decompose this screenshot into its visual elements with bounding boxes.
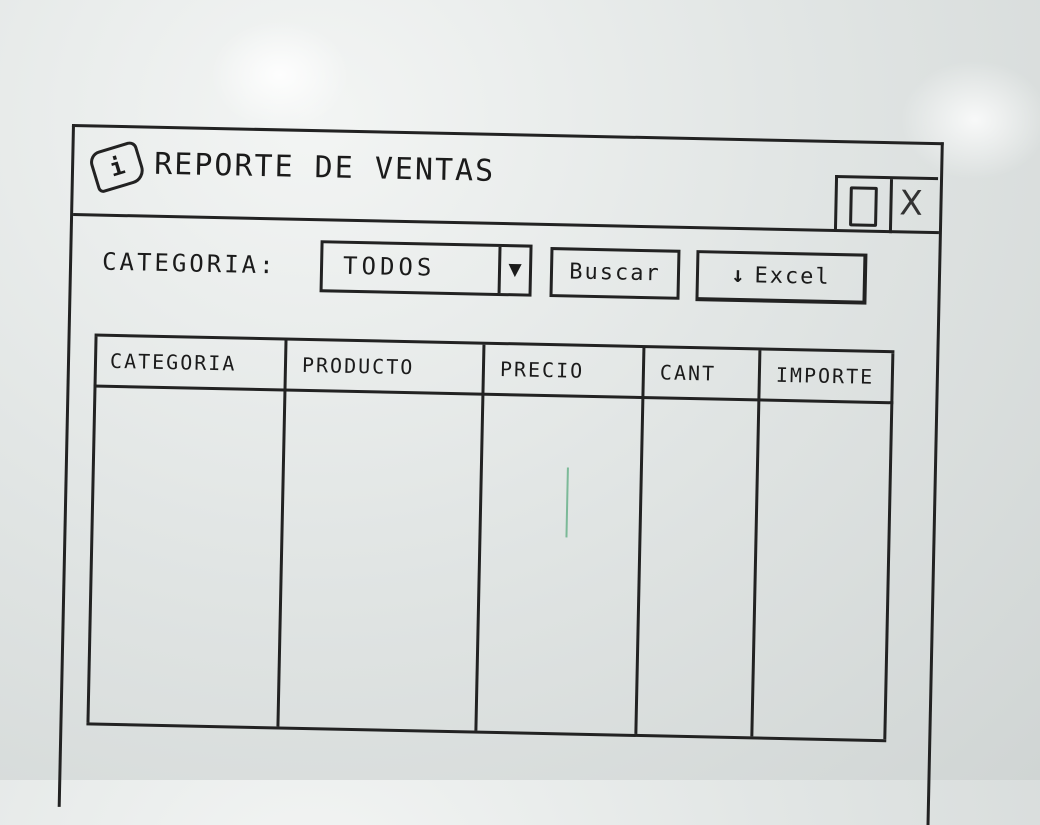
column-header-importe[interactable]: Importe	[775, 362, 875, 389]
download-arrow-icon: ↓	[730, 262, 747, 289]
app-icon: i	[87, 139, 148, 195]
whiteboard-glare	[210, 20, 350, 130]
sales-table: Categoria Producto Precio Cant Importe	[86, 333, 895, 743]
title-bar: i Reporte de Ventas X	[73, 127, 941, 235]
close-icon[interactable]: X	[899, 183, 924, 224]
export-excel-button[interactable]: ↓ Excel	[695, 250, 868, 305]
window-controls: X	[833, 174, 939, 235]
export-excel-label: Excel	[754, 263, 831, 290]
maximize-icon[interactable]	[849, 186, 878, 227]
chevron-down-icon[interactable]: ▼	[497, 246, 530, 294]
window-title: Reporte de Ventas	[153, 146, 496, 189]
marker-smudge	[565, 467, 569, 538]
category-select[interactable]: TODOS ▼	[319, 240, 533, 297]
filter-bar: Categoria: TODOS ▼ Buscar ↓ Excel	[101, 236, 902, 313]
search-button[interactable]: Buscar	[549, 247, 681, 300]
column-header-producto[interactable]: Producto	[301, 352, 415, 380]
column-header-categoria[interactable]: Categoria	[109, 348, 237, 376]
category-label: Categoria:	[101, 247, 277, 280]
column-header-precio[interactable]: Precio	[499, 357, 585, 383]
column-header-cant[interactable]: Cant	[659, 360, 717, 386]
report-window: i Reporte de Ventas X Categoria: TODOS ▼…	[57, 124, 944, 825]
table-body[interactable]	[87, 388, 894, 737]
category-select-value: TODOS	[342, 251, 436, 282]
window-controls-divider	[888, 179, 894, 234]
